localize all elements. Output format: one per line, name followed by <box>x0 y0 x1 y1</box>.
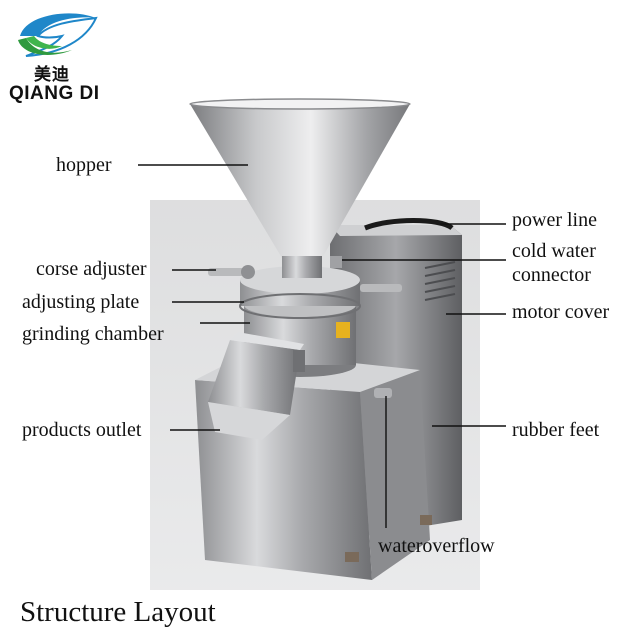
brand-name-cn: 美迪 <box>34 65 70 85</box>
label-adjusting-plate: adjusting plate <box>22 291 140 313</box>
label-grinding-chamber: grinding chamber <box>22 323 164 345</box>
label-motor-cover: motor cover <box>512 301 610 323</box>
label-rubber-feet: rubber feet <box>512 419 600 441</box>
brand-logo-icon <box>18 13 98 57</box>
label-cold-water-line1: cold water <box>512 240 596 262</box>
label-wateroverflow: wateroverflow <box>378 535 495 557</box>
page-title: Structure Layout <box>20 596 216 628</box>
label-corse-adjuster: corse adjuster <box>36 258 147 280</box>
label-power-line: power line <box>512 209 597 231</box>
brand-name-en: QIANG DI <box>9 83 100 104</box>
label-hopper: hopper <box>56 154 112 176</box>
label-cold-water-line2: connector <box>512 264 591 286</box>
label-products-outlet: products outlet <box>22 419 142 441</box>
